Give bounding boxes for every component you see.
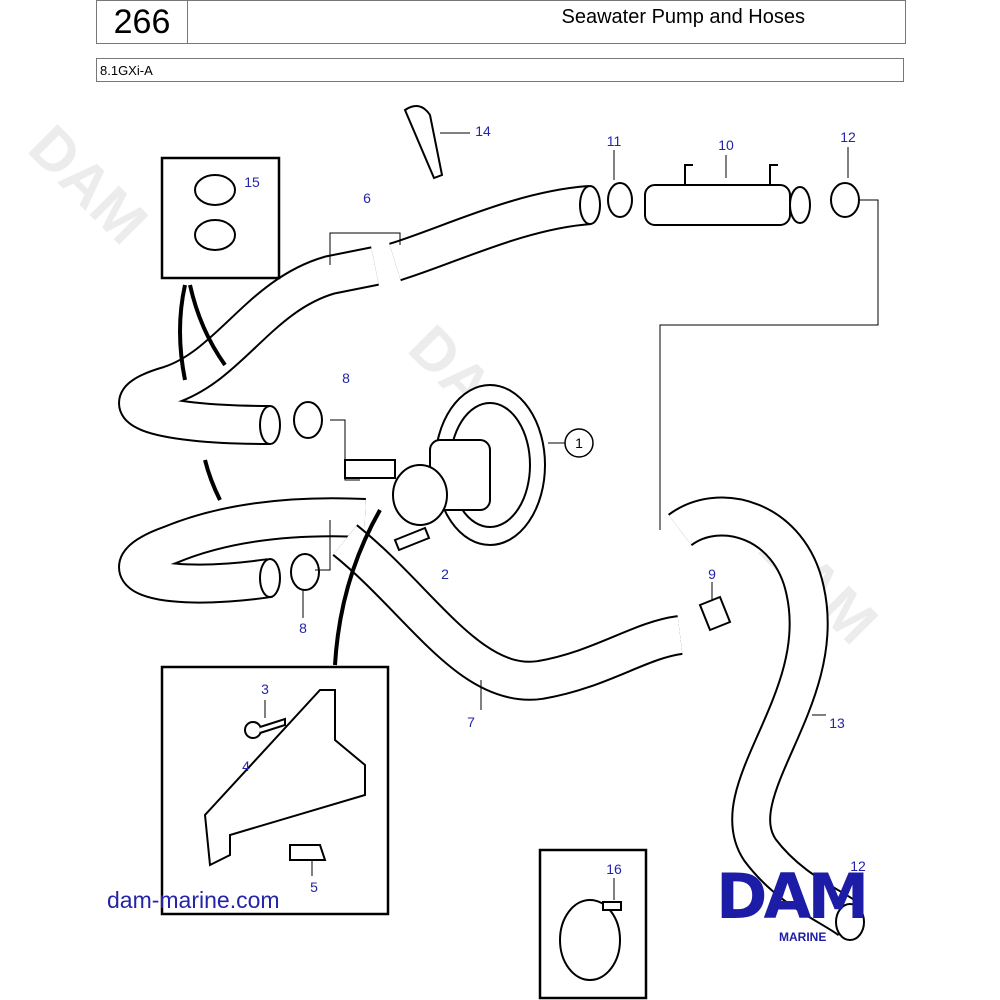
callout-3: 3 bbox=[261, 681, 269, 697]
callout-6: 6 bbox=[363, 190, 371, 206]
callout-1: 1 bbox=[575, 435, 583, 451]
callout-11: 11 bbox=[606, 133, 622, 149]
seawater-pump bbox=[344, 384, 546, 552]
callout-16: 16 bbox=[606, 861, 622, 877]
part-10 bbox=[644, 164, 811, 226]
dam-logo: DAM bbox=[716, 860, 869, 933]
callout-9: 9 bbox=[708, 566, 716, 582]
inset-3-4-5 bbox=[160, 665, 390, 916]
callout-12: 12 bbox=[840, 129, 856, 145]
callout-10: 10 bbox=[718, 137, 734, 153]
callout-2: 2 bbox=[441, 566, 449, 582]
callout-8: 8 bbox=[342, 370, 350, 386]
callout-4: 4 bbox=[242, 758, 250, 774]
website-link[interactable]: dam-marine.com bbox=[107, 887, 280, 913]
callout-8: 8 bbox=[299, 620, 307, 636]
dam-logo-subtitle: MARINE bbox=[779, 930, 827, 944]
hose-6 bbox=[118, 185, 592, 445]
callout-13: 13 bbox=[829, 715, 845, 731]
inset-16 bbox=[538, 848, 648, 1000]
hose-7 bbox=[332, 524, 684, 701]
hose-lower bbox=[118, 497, 366, 604]
clamps bbox=[290, 182, 865, 941]
model-label: 8.1GXi-A bbox=[96, 58, 904, 82]
inset-15 bbox=[160, 156, 281, 280]
callout-12: 12 bbox=[850, 858, 866, 874]
callout-5: 5 bbox=[310, 879, 318, 895]
callout-15: 15 bbox=[244, 174, 260, 190]
callout-7: 7 bbox=[467, 714, 475, 730]
hose-13 bbox=[668, 496, 862, 937]
page-title: Seawater Pump and Hoses bbox=[561, 6, 805, 28]
callout-14: 14 bbox=[475, 123, 491, 139]
callout-circle-1 bbox=[564, 428, 594, 458]
page-number: 266 bbox=[96, 0, 188, 44]
